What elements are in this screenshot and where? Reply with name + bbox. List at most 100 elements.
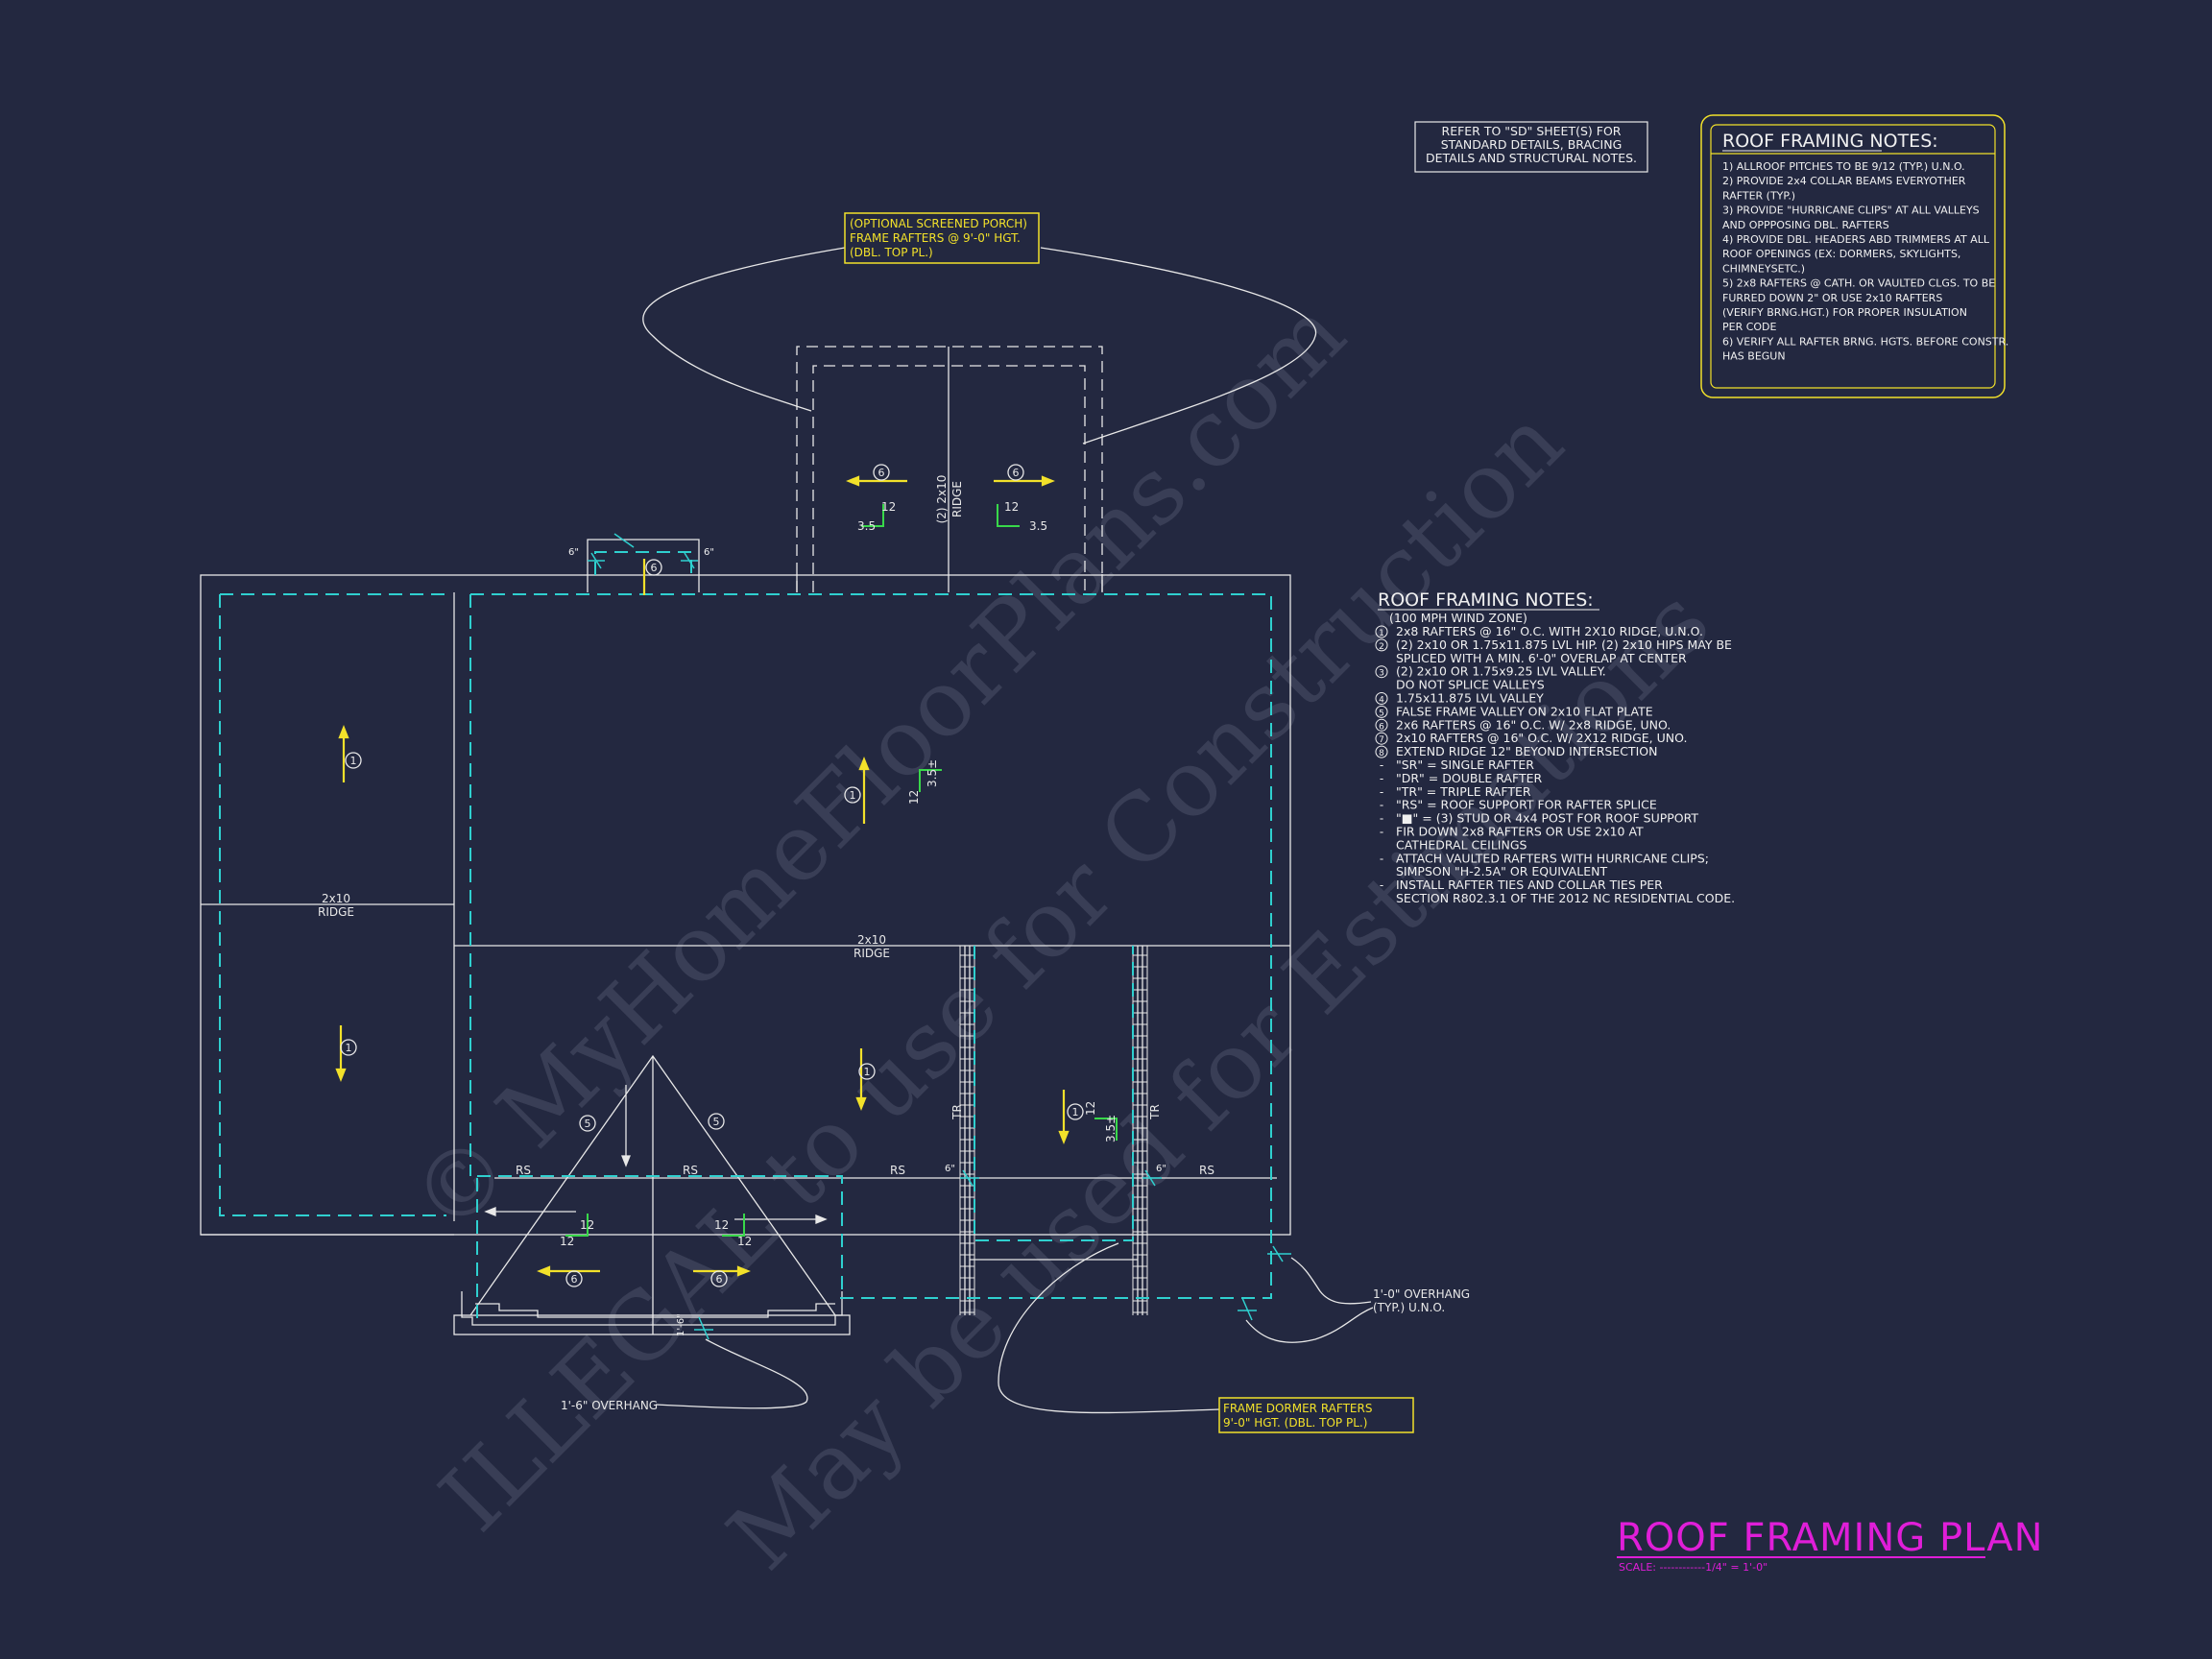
- side-note-mark: 5: [1379, 709, 1384, 718]
- pitch-12-porch-right: 12: [1004, 500, 1019, 514]
- scale-label: SCALE: ------------1/4" = 1'-0": [1619, 1561, 1767, 1574]
- side-notes-items: 1 2x8 RAFTERS @ 16" O.C. WITH 2X10 RIDGE,…: [1375, 624, 1735, 905]
- side-notes-subtitle: (100 MPH WIND ZONE): [1389, 611, 1527, 625]
- side-note-mark-circle: [1375, 625, 1388, 638]
- dim-6in-dormer-right: 6": [1156, 1164, 1166, 1174]
- side-note-mark: 7: [1379, 735, 1384, 745]
- side-note-mark-circle: [1375, 732, 1388, 745]
- overhang-typ-line-1: 1'-0" OVERHANG: [1373, 1287, 1470, 1301]
- tr-label-right: TR: [1148, 1104, 1162, 1120]
- porch-callout-line-2: FRAME RAFTERS @ 9'-0" HGT.: [850, 231, 1021, 245]
- side-note-line: "TR" = TRIPLE RAFTER: [1396, 784, 1531, 799]
- mark-1-lower-mid: 1: [864, 1066, 871, 1078]
- porch-callout: (OPTIONAL SCREENED PORCH) FRAME RAFTERS …: [844, 212, 1040, 264]
- overhang-front: 1'-6" OVERHANG: [561, 1399, 658, 1412]
- side-note-mark: -: [1380, 852, 1383, 865]
- ridge-label-left: RIDGE: [318, 905, 354, 919]
- refer-note-line-1: REFER TO "SD" SHEET(S) FOR: [1442, 124, 1622, 138]
- framing-marks: [340, 464, 1084, 1287]
- rs-label-1: RS: [516, 1164, 531, 1177]
- side-note-line: "■" = (3) STUD OR 4x4 POST FOR ROOF SUPP…: [1396, 811, 1698, 826]
- rs-label-4: RS: [1199, 1164, 1214, 1177]
- top-note-line: CHIMNEYSETC.): [1722, 262, 1805, 275]
- dormer-cheek-hatch: [960, 954, 1147, 1313]
- side-note-line: 2x6 RAFTERS @ 16" O.C. W/ 2x8 RIDGE, UNO…: [1396, 717, 1671, 732]
- side-note-line: (2) 2x10 OR 1.75x11.875 LVL HIP. (2) 2x1…: [1396, 637, 1732, 652]
- dimension-ticks: [588, 533, 1291, 1340]
- ridge-label-main: RIDGE: [854, 947, 890, 960]
- side-note-mark: 1: [1379, 629, 1384, 638]
- top-note-line: (VERIFY BRNG.HGT.) FOR PROPER INSULATION: [1722, 306, 1967, 319]
- side-note-line: 2x10 RAFTERS @ 16" O.C. W/ 2X12 RIDGE, U…: [1396, 731, 1687, 745]
- porch-outline-dashed: [796, 346, 1103, 592]
- side-note-line: "DR" = DOUBLE RAFTER: [1396, 771, 1542, 785]
- pitch-12-dormer: 12: [1084, 1101, 1097, 1116]
- pitch-35-dormer: 3.5±: [1104, 1115, 1118, 1142]
- top-note-line: 4) PROVIDE DBL. HEADERS ABD TRIMMERS AT …: [1722, 233, 1990, 246]
- refer-note-line-2: STANDARD DETAILS, BRACING: [1441, 137, 1623, 152]
- side-note-mark-circle: [1375, 705, 1388, 718]
- dim-18in-front: 1'-6": [676, 1313, 686, 1336]
- top-note-line: FURRED DOWN 2" OR USE 2x10 RAFTERS: [1722, 292, 1942, 304]
- side-note-mark: 3: [1379, 669, 1384, 679]
- dormer-callout-line-2: 9'-0" HGT. (DBL. TOP PL.): [1223, 1416, 1367, 1430]
- side-note-mark-circle: [1375, 638, 1388, 652]
- pitch-12-gable-right-b: 12: [737, 1235, 752, 1248]
- side-notes: ROOF FRAMING NOTES: (100 MPH WIND ZONE) …: [1375, 589, 1735, 905]
- top-note-line: HAS BEGUN: [1722, 350, 1786, 363]
- sheet-title-block: ROOF FRAMING PLAN SCALE: ------------1/4…: [1617, 1516, 2043, 1574]
- mark-1-main: 1: [850, 789, 856, 802]
- side-note-line: EXTEND RIDGE 12" BEYOND INTERSECTION: [1396, 744, 1657, 758]
- rs-label-3: RS: [890, 1164, 905, 1177]
- side-note-line: FIR DOWN 2x8 RAFTERS OR USE 2x10 AT: [1396, 825, 1644, 839]
- top-note-line: PER CODE: [1722, 321, 1777, 333]
- top-note-line: 1) ALLROOF PITCHES TO BE 9/12 (TYP.) U.N…: [1722, 160, 1965, 173]
- side-note-line: 1.75x11.875 LVL VALLEY: [1396, 691, 1544, 706]
- pitch-symbols: [565, 504, 1118, 1237]
- top-note-line: 2) PROVIDE 2x4 COLLAR BEAMS EVERYOTHER: [1722, 175, 1966, 187]
- dormer-callout: FRAME DORMER RAFTERS 9'-0" HGT. (DBL. TO…: [1218, 1397, 1414, 1433]
- pitch-35-porch-right: 3.5: [1029, 519, 1047, 533]
- refer-note-line-3: DETAILS AND STRUCTURAL NOTES.: [1426, 151, 1637, 165]
- side-note-line: 2x8 RAFTERS @ 16" O.C. WITH 2X10 RIDGE, …: [1396, 624, 1703, 638]
- side-note-mark: 8: [1379, 749, 1384, 758]
- top-note-line: 3) PROVIDE "HURRICANE CLIPS" AT ALL VALL…: [1722, 204, 1980, 217]
- ridge-size-left: 2x10: [322, 892, 350, 905]
- rs-label-2: RS: [683, 1164, 698, 1177]
- porch-ridge-label: RIDGE: [950, 481, 964, 517]
- ridge-size-main: 2x10: [857, 933, 886, 947]
- pitch-12-gable-left-b: 12: [560, 1235, 574, 1248]
- pitch-35-porch-left: 3.5: [857, 519, 876, 533]
- top-notes-title: ROOF FRAMING NOTES:: [1722, 131, 1938, 152]
- side-note-line: DO NOT SPLICE VALLEYS: [1396, 678, 1545, 692]
- mark-5-left: 5: [585, 1118, 591, 1130]
- dim-6in-left: 6": [568, 547, 579, 558]
- dormer-callout-line-1: FRAME DORMER RAFTERS: [1223, 1402, 1372, 1415]
- side-note-line: INSTALL RAFTER TIES AND COLLAR TIES PER: [1396, 878, 1663, 892]
- mark-1-left-lower: 1: [346, 1042, 352, 1054]
- top-note-line: 5) 2x8 RAFTERS @ CATH. OR VAULTED CLGS. …: [1722, 277, 1995, 290]
- side-note-mark: -: [1380, 799, 1383, 812]
- top-note-line: ROOF OPENINGS (EX: DORMERS, SKYLIGHTS,: [1722, 248, 1960, 260]
- side-note-mark: -: [1380, 772, 1383, 785]
- framing-mark-labels: 1 1 1 1 1 6 6 6 5 5 6 6: [346, 467, 1079, 1286]
- mark-6-porch-right: 6: [1013, 467, 1020, 479]
- pitch-12-porch-left: 12: [881, 500, 896, 514]
- porch-callout-line-3: (DBL. TOP PL.): [850, 246, 933, 259]
- mark-6-gable-left: 6: [571, 1273, 578, 1286]
- mark-6-gable-right: 6: [716, 1273, 723, 1286]
- side-note-line: "RS" = ROOF SUPPORT FOR RAFTER SPLICE: [1396, 798, 1657, 812]
- porch-callout-line-1: (OPTIONAL SCREENED PORCH): [850, 217, 1027, 230]
- pitch-12-main: 12: [907, 790, 921, 805]
- pitch-12-gable-left-a: 12: [580, 1218, 594, 1232]
- porch-ridge-size: (2) 2x10: [935, 475, 949, 524]
- dim-6in-dormer-left: 6": [945, 1164, 955, 1174]
- top-notes-lines: 1) ALLROOF PITCHES TO BE 9/12 (TYP.) U.N…: [1722, 160, 2008, 363]
- watermark: © MyHomeFloorPlans.com ILLEGAL to use fo…: [391, 279, 1730, 1590]
- side-note-mark: 6: [1379, 722, 1384, 732]
- mark-6-small-dormer: 6: [651, 562, 658, 574]
- watermark-line-2: ILLEGAL to use for Construction: [420, 388, 1583, 1551]
- side-note-mark-circle: [1375, 692, 1388, 705]
- pitch-12-gable-right-a: 12: [714, 1218, 729, 1232]
- top-note-line: RAFTER (TYP.): [1722, 189, 1795, 202]
